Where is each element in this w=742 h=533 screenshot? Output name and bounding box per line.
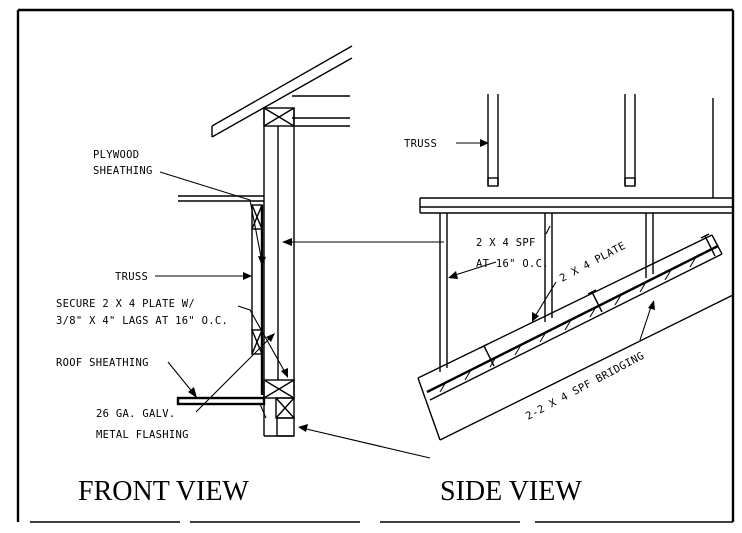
- label-truss-front: TRUSS: [115, 271, 148, 283]
- label-secure-2: 3/8" X 4" LAGS AT 16" O.C.: [56, 315, 228, 327]
- drawing-border: [16, 8, 735, 523]
- label-bridging: 2-2 X 4 SPF BRIDGING: [524, 350, 647, 423]
- front-view-title: FRONT VIEW: [78, 476, 249, 507]
- label-plywood-1: PLYWOOD: [93, 149, 139, 161]
- front-view-drawing: [176, 45, 353, 437]
- label-truss-side: TRUSS: [404, 138, 437, 150]
- label-spf-2: AT 16" O.C.: [476, 258, 549, 270]
- leader-lines: [155, 139, 655, 459]
- label-spf-1: 2 X 4 SPF: [476, 237, 536, 249]
- side-view-title: SIDE VIEW: [440, 476, 582, 507]
- label-secure-1: SECURE 2 X 4 PLATE W/: [56, 298, 195, 310]
- view-titles: FRONT VIEW SIDE VIEW: [78, 476, 582, 507]
- label-flashing-2: METAL FLASHING: [96, 429, 189, 441]
- label-plate: 2 X 4 PLATE: [558, 240, 628, 285]
- callout-labels: PLYWOOD SHEATHING TRUSS SECURE 2 X 4 PLA…: [56, 138, 646, 441]
- label-flashing-1: 26 GA. GALV.: [96, 408, 175, 420]
- label-plywood-2: SHEATHING: [93, 165, 153, 177]
- label-roof-sheathing: ROOF SHEATHING: [56, 357, 149, 369]
- side-view-drawing: [417, 94, 734, 441]
